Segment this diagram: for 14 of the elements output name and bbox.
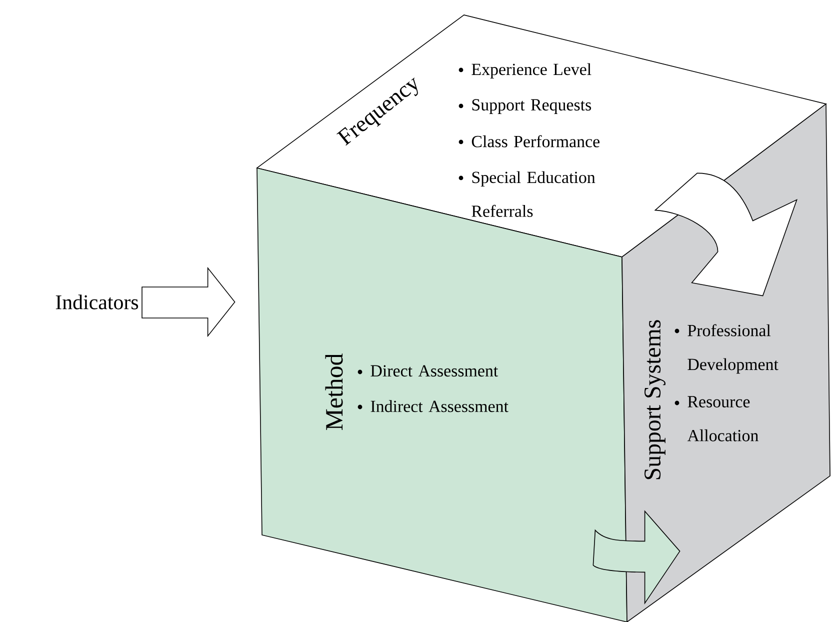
bullet-item: Resource Allocation (687, 396, 758, 442)
bullet-item: Indirect Assessment (370, 400, 508, 412)
face-title: Method (325, 354, 343, 430)
bullet-item: Direct Assessment (370, 365, 498, 377)
bullet-item: Class Performance (472, 135, 600, 148)
bullet-item: Special Education Referrals (472, 171, 596, 217)
node-label: Indicators (56, 294, 138, 310)
block-arrow (142, 266, 236, 338)
bullet-item: Experience Level (472, 63, 592, 79)
bullet-item: Support Requests (472, 99, 592, 114)
face-title: Support Systems (644, 320, 666, 480)
bullet-item: Professional Development (688, 324, 778, 374)
block-arrow (592, 510, 680, 604)
block-arrow (654, 172, 798, 296)
